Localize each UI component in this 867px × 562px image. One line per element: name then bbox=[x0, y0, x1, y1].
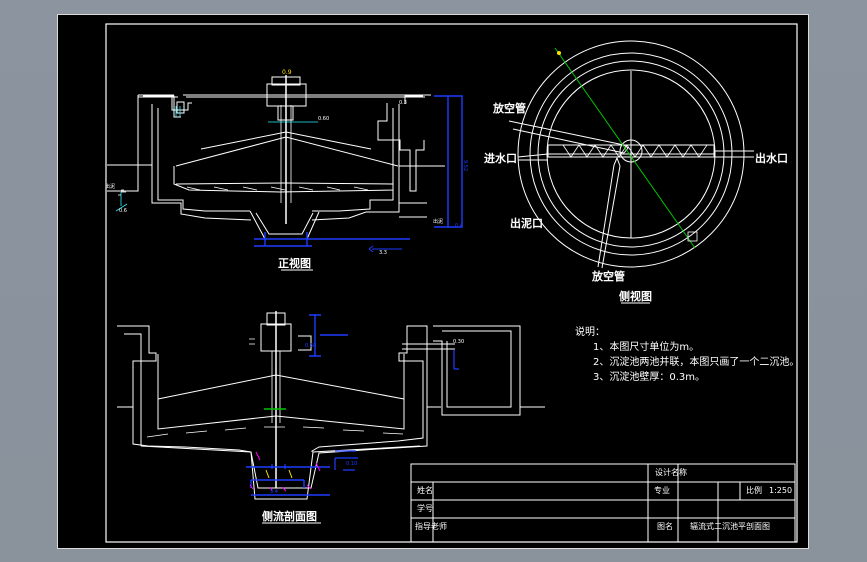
front-view-title: 正视图 bbox=[278, 257, 311, 270]
title-block-drawing-name: 辐流式二沉池平剖面图 bbox=[690, 522, 770, 531]
vent-pipe-top-label: 放空管 bbox=[493, 102, 526, 115]
title-block-teacher-label: 指导老师 bbox=[415, 522, 447, 531]
sludge-outlet-label: 出泥口 bbox=[510, 217, 543, 230]
outlet-label: 出水口 bbox=[755, 152, 788, 165]
underlines bbox=[262, 269, 650, 524]
side-view-drawing bbox=[508, 40, 754, 269]
note-item-3: 3、沉淀池壁厚：0.3m。 bbox=[593, 372, 706, 383]
inlet-label: 进水口 bbox=[484, 152, 517, 165]
dimension-bottom-center: 3.3 bbox=[379, 250, 387, 256]
dimension-top-pointer: 0.9 bbox=[282, 69, 292, 76]
note-item-2: 2、沉淀池两池并联，本图只画了一个二沉池。 bbox=[593, 357, 800, 368]
front-bottom-outlet-label: 出泥 bbox=[433, 219, 444, 225]
title-block-scale-label: 比例 bbox=[746, 486, 762, 495]
side-view-title: 侧视图 bbox=[619, 290, 652, 303]
dimension-right-height: 9.52 bbox=[462, 160, 468, 172]
title-block-drawing-label: 图名 bbox=[657, 522, 673, 531]
drawing-sheet bbox=[57, 14, 809, 549]
note-item-1: 1、本图尺寸单位为m。 bbox=[593, 342, 700, 353]
front-view-drawing bbox=[107, 75, 463, 253]
title-block-student-label: 学号 bbox=[417, 504, 433, 513]
front-left-outlet-label: 出泥 bbox=[105, 184, 116, 190]
notes-title: 说明： bbox=[575, 327, 605, 338]
section-view-title: 侧流剖面图 bbox=[262, 510, 317, 523]
section-view-drawing bbox=[117, 311, 545, 500]
section-right-dimension: 0.60 bbox=[305, 343, 317, 349]
front-mid-right-label: 0.3 bbox=[399, 100, 407, 106]
title-block-scale-value: 1:250 bbox=[769, 486, 793, 495]
title-block-drawing bbox=[410, 463, 796, 543]
section-small-dimension: 0.10 bbox=[346, 461, 358, 467]
title-block-major-label: 专业 bbox=[654, 486, 670, 495]
dimension-center-tag: 0.60 bbox=[318, 116, 330, 122]
dimension-right-bottom: 0.4 bbox=[455, 223, 463, 229]
title-block-name-label: 姓名 bbox=[417, 486, 433, 495]
dimension-left-tag: 0.6 bbox=[119, 208, 127, 214]
section-bottom-dimension: 3.4 bbox=[270, 489, 278, 495]
vent-pipe-bottom-label: 放空管 bbox=[592, 270, 625, 283]
section-tank-dimension: 0.30 bbox=[453, 339, 465, 345]
title-block-design-label: 设计名称 bbox=[655, 468, 687, 477]
